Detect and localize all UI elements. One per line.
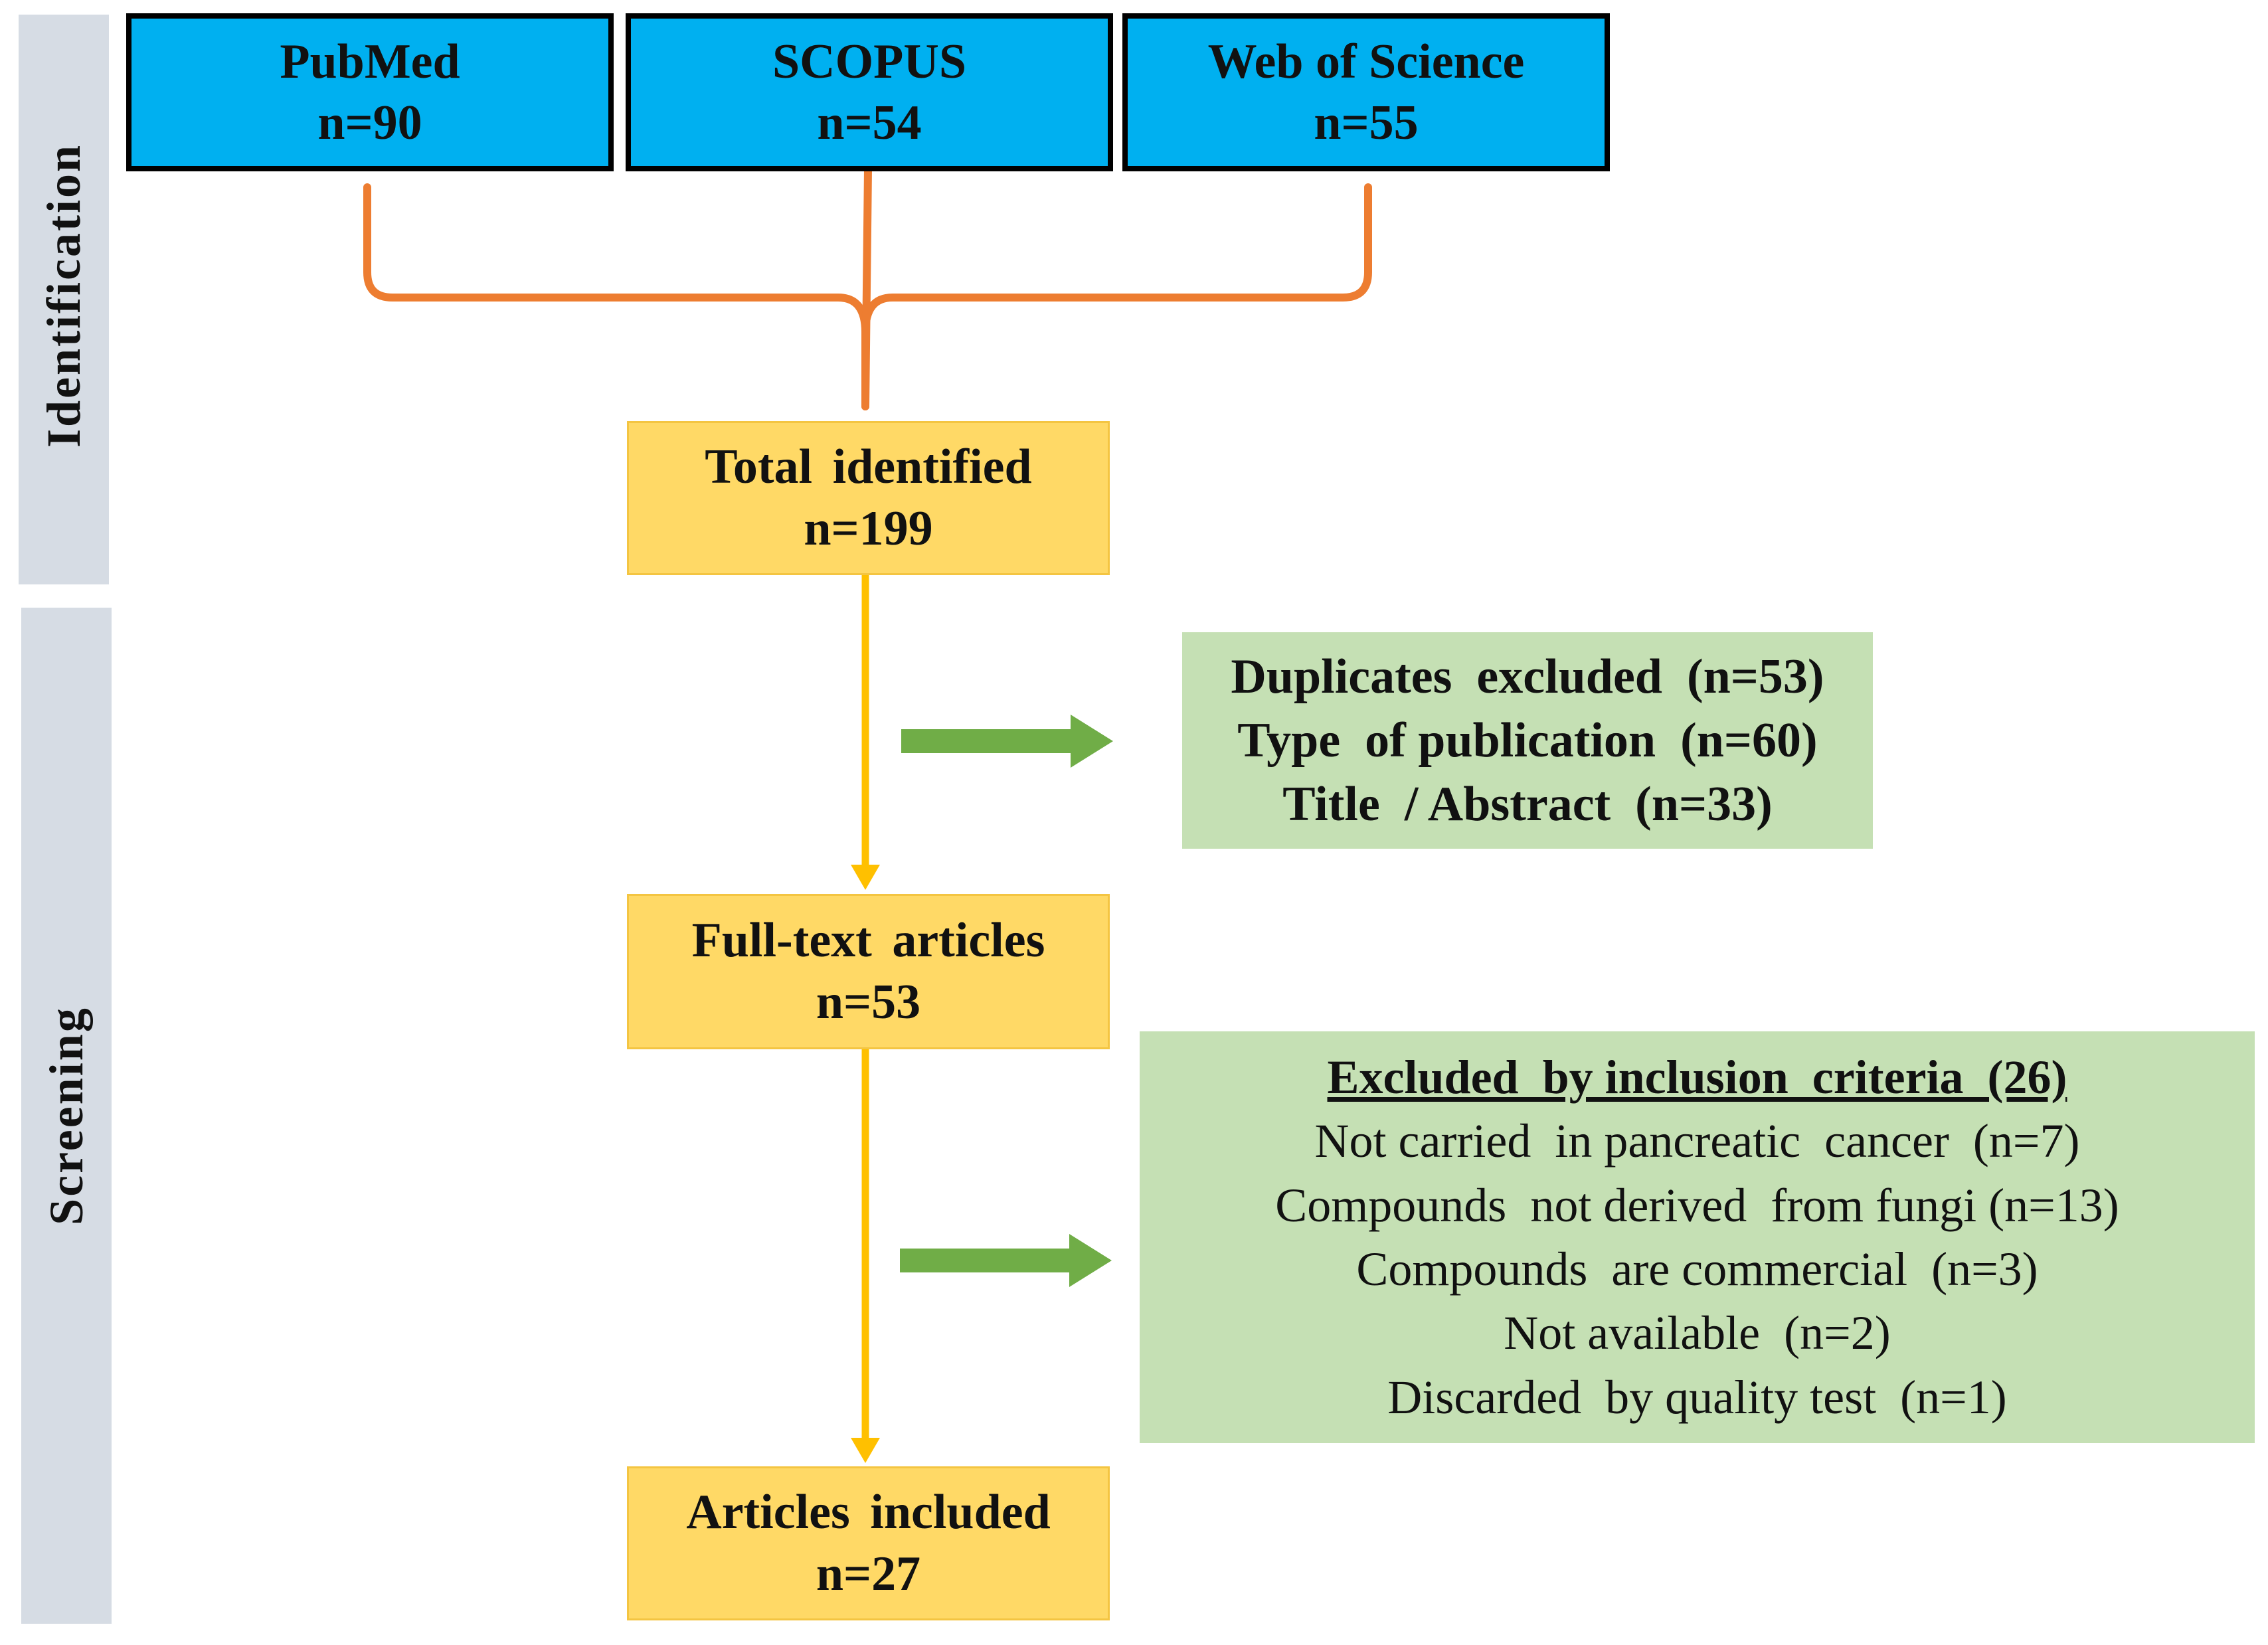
source-count-pubmed: n=90 (317, 96, 422, 150)
articles-included-box: Articles included n=27 (627, 1466, 1110, 1620)
flow-arrow-2 (851, 1048, 880, 1463)
source-count-scopus: n=54 (817, 96, 922, 150)
source-box-web-of-science: Web of Science n=55 (1122, 13, 1610, 171)
source-name-pubmed: PubMed (280, 34, 460, 89)
exclusion-quality-test: Discarded by quality test (n=1) (1387, 1370, 2007, 1424)
flow-arrow-1 (851, 574, 880, 890)
source-box-scopus: SCOPUS n=54 (626, 13, 1113, 171)
source-box-pubmed: PubMed n=90 (126, 13, 614, 171)
exclusion-title-abstract: Title / Abstract (n=33) (1282, 777, 1773, 832)
exclusion-commercial: Compounds are commercial (n=3) (1356, 1243, 2038, 1296)
source-count-web-of-science: n=55 (1314, 96, 1419, 150)
inclusion-criteria-exclusions-box: Excluded by inclusion criteria (26) Not … (1140, 1031, 2255, 1443)
exclusion-arrow-2 (900, 1234, 1112, 1287)
full-text-articles-count: n=53 (816, 975, 921, 1029)
exclusion-duplicates: Duplicates excluded (n=53) (1231, 649, 1824, 704)
full-text-articles-label: Full-text articles (691, 912, 1045, 968)
identification-phase-bar (19, 15, 109, 584)
articles-included-label: Articles included (686, 1484, 1051, 1539)
source-name-web-of-science: Web of Science (1207, 34, 1525, 89)
inclusion-criteria-title: Excluded by inclusion criteria (26) (1327, 1050, 2067, 1104)
exclusion-arrow-1 (901, 715, 1113, 768)
screening-phase-bar (21, 608, 112, 1624)
exclusion-not-available: Not available (n=2) (1504, 1306, 1891, 1360)
full-text-articles-box: Full-text articles n=53 (627, 894, 1110, 1049)
total-identified-box: Total identified n=199 (627, 421, 1110, 575)
merge-brace (363, 165, 1372, 410)
total-identified-label: Total identified (705, 439, 1032, 494)
exclusion-type-of-publication: Type of publication (n=60) (1237, 713, 1818, 768)
articles-included-count: n=27 (816, 1547, 921, 1601)
exclusion-not-fungi: Compounds not derived from fungi (n=13) (1275, 1178, 2119, 1232)
source-name-scopus: SCOPUS (772, 34, 966, 89)
total-identified-count: n=199 (804, 501, 933, 556)
screening-exclusions-box: Duplicates excluded (n=53) Type of publi… (1182, 632, 1873, 849)
exclusion-not-pancreatic: Not carried in pancreatic cancer (n=7) (1314, 1114, 2080, 1168)
